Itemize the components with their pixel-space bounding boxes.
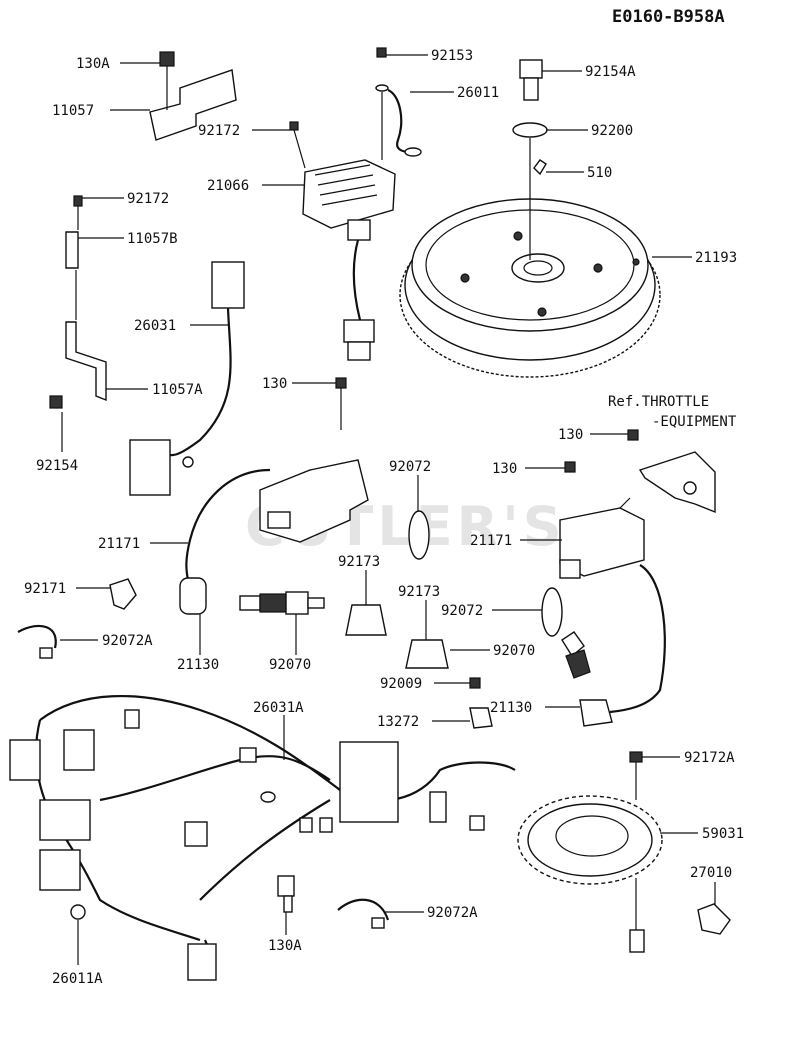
flywheel-washer [512, 122, 548, 138]
part-label: 92173 [398, 584, 440, 600]
part-label: 92154A [585, 64, 636, 80]
part-label: 92173 [338, 554, 380, 570]
main-harness [9, 694, 516, 981]
part-label: 92070 [493, 643, 535, 659]
leader-lines [60, 54, 716, 965]
part-label: 92072A [102, 633, 153, 649]
spark-plug-right [561, 631, 591, 679]
part-label: 92072A [427, 905, 478, 921]
regulator [302, 159, 396, 361]
part-label: 92200 [591, 123, 633, 139]
part-label: 27010 [690, 865, 732, 881]
part-label: 92154 [36, 458, 78, 474]
ignition-coil-left [179, 459, 369, 615]
part-label: 92153 [431, 48, 473, 64]
part-label: 11057A [152, 382, 203, 398]
reference-note-line1: Ref.THROTTLE [608, 394, 709, 410]
part-label: 26011 [457, 85, 499, 101]
part-label: 13272 [377, 714, 419, 730]
part-label: 130A [76, 56, 110, 72]
bracket-11057 [149, 69, 237, 141]
part-label: 21130 [490, 700, 532, 716]
part-label: 92172 [198, 123, 240, 139]
part-label: 92172 [127, 191, 169, 207]
bracket-11057a [65, 321, 107, 402]
part-label: 130 [262, 376, 287, 392]
part-label: 21130 [177, 657, 219, 673]
stator [517, 795, 663, 953]
reference-note-line2: -EQUIPMENT [652, 414, 737, 430]
part-label: 92070 [269, 657, 311, 673]
part-label: 21193 [695, 250, 737, 266]
part-label: 26011A [52, 971, 103, 987]
part-label: 59031 [702, 826, 744, 842]
part-label: 21171 [470, 533, 512, 549]
part-label: 11057B [127, 231, 178, 247]
part-label: 510 [587, 165, 612, 181]
flywheel-key [533, 159, 547, 176]
part-label: 92072 [389, 459, 431, 475]
part-label: 11057 [52, 103, 94, 119]
oil-sensor [697, 903, 731, 935]
throttle-bracket [638, 451, 716, 514]
part-label: 26031 [134, 318, 176, 334]
connector-26031 [129, 261, 245, 496]
part-label: 92172A [684, 750, 735, 766]
ignition-coil-right [559, 497, 666, 727]
part-label: 21066 [207, 178, 249, 194]
part-label: 92009 [380, 676, 422, 692]
bracket-11057b [65, 231, 79, 269]
part-label: 130 [558, 427, 583, 443]
part-label: 21171 [98, 536, 140, 552]
part-label: 130A [268, 938, 302, 954]
spark-plug-left [239, 591, 325, 615]
part-label: 26031A [253, 700, 304, 716]
part-label: 92171 [24, 581, 66, 597]
part-labels: 130A 11057 92153 26011 92154A 92172 9220… [24, 48, 744, 987]
flywheel-bolt [519, 59, 543, 101]
part-label: 130 [492, 461, 517, 477]
part-label: 92072 [441, 603, 483, 619]
diagram-code: E0160-B958A [612, 7, 725, 27]
